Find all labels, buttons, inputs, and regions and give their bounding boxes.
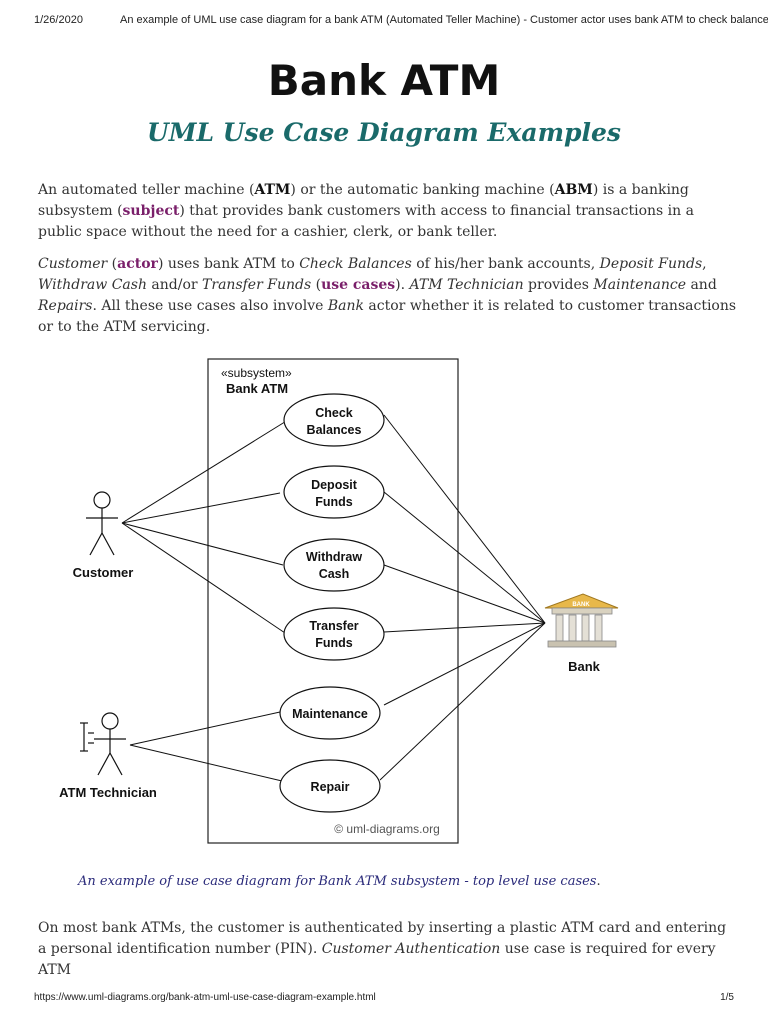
withdraw-cash-term: Withdraw Cash xyxy=(38,277,147,293)
association-line xyxy=(383,491,546,624)
use-case-check-balances: Check Balances xyxy=(283,393,385,447)
use-case-deposit-funds: Deposit Funds xyxy=(283,465,385,519)
use-case-label: Balances xyxy=(307,423,362,437)
use-case-ellipse xyxy=(283,465,385,519)
text-run: of his/her bank accounts, xyxy=(411,256,600,272)
text-run: ( xyxy=(107,256,118,272)
customer-associations xyxy=(121,419,289,636)
bank-actor-label: Bank xyxy=(568,659,601,674)
technician-associations xyxy=(129,711,283,782)
use-case-diagram: «subsystem» Bank ATM Check Balances Depo… xyxy=(59,358,619,844)
customer-authentication-term: Customer Authentication xyxy=(321,941,501,957)
association-line xyxy=(129,711,281,746)
print-header: 1/26/2020 An example of UML use case dia… xyxy=(34,14,768,34)
use-case-label: Funds xyxy=(315,495,353,509)
technician-actor-label: ATM Technician xyxy=(59,785,157,800)
use-case-ellipse xyxy=(279,759,381,813)
use-case-transfer-funds: Transfer Funds xyxy=(283,607,385,661)
print-footer: https://www.uml-diagrams.org/bank-atm-um… xyxy=(34,992,734,1006)
use-case-label: Deposit xyxy=(311,478,358,492)
text-run: provides xyxy=(523,277,594,293)
association-line xyxy=(383,622,546,706)
print-page-title: An example of UML use case diagram for a… xyxy=(120,14,768,26)
bank-sign-text: BANK xyxy=(572,602,590,608)
text-run: and/or xyxy=(146,277,203,293)
use-case-label: Funds xyxy=(315,636,353,650)
text-run: ) uses bank ATM to xyxy=(157,256,300,272)
association-line xyxy=(121,492,281,524)
abm-term: ABM xyxy=(554,182,593,198)
text-run: and xyxy=(686,277,717,293)
association-line xyxy=(383,622,546,633)
use-case-repair: Repair xyxy=(279,759,381,813)
association-line xyxy=(379,622,546,781)
subsystem-name: Bank ATM xyxy=(226,381,288,396)
subject-link[interactable]: subject xyxy=(122,203,180,219)
text-run: ) that provides bank customers with acce… xyxy=(38,203,694,240)
copyright-text: © uml-diagrams.org xyxy=(334,822,440,836)
use-case-ellipse xyxy=(283,393,385,447)
customer-term: Customer xyxy=(38,256,108,272)
actor-link[interactable]: actor xyxy=(117,256,158,272)
print-date: 1/26/2020 xyxy=(34,14,83,26)
text-run: ( xyxy=(311,277,322,293)
use-case-ellipse xyxy=(279,686,381,740)
atm-technician-term: ATM Technician xyxy=(409,277,524,293)
auth-paragraph: On most bank ATMs, the customer is authe… xyxy=(38,918,738,981)
page-url[interactable]: https://www.uml-diagrams.org/bank-atm-um… xyxy=(34,992,376,1003)
text-run: ). xyxy=(395,277,410,293)
caption-period: . xyxy=(596,874,601,889)
atm-term: ATM xyxy=(254,182,291,198)
use-case-label: Maintenance xyxy=(292,707,368,721)
diagram-caption: An example of use case diagram for Bank … xyxy=(78,874,718,889)
technician-actor-icon xyxy=(80,712,126,776)
intro-paragraph: An automated teller machine (ATM) or the… xyxy=(38,180,738,243)
use-case-label: Transfer xyxy=(309,619,358,633)
use-case-label: Cash xyxy=(319,567,350,581)
check-balances-term: Check Balances xyxy=(299,256,412,272)
use-case-ellipse xyxy=(283,607,385,661)
bank-term: Bank xyxy=(327,298,364,314)
use-case-label: Repair xyxy=(311,780,350,794)
text-run: An automated teller machine ( xyxy=(38,182,255,198)
use-case-maintenance: Maintenance xyxy=(279,686,381,740)
customer-actor-label: Customer xyxy=(73,565,134,580)
use-case-label: Check xyxy=(315,406,353,420)
use-case-ellipse xyxy=(283,538,385,592)
text-run: ) or the automatic banking machine ( xyxy=(290,182,555,198)
transfer-funds-term: Transfer Funds xyxy=(202,277,312,293)
text-run: , xyxy=(702,256,707,272)
association-line xyxy=(121,522,289,636)
actors-paragraph: Customer (actor) uses bank ATM to Check … xyxy=(38,254,738,338)
bank-associations xyxy=(379,414,546,781)
association-line xyxy=(129,744,283,782)
text-run: . All these use cases also involve xyxy=(92,298,328,314)
association-line xyxy=(383,414,546,624)
customer-actor-icon xyxy=(86,491,118,556)
maintenance-term: Maintenance xyxy=(593,277,686,293)
page-subtitle: UML Use Case Diagram Examples xyxy=(147,118,621,147)
page-title: Bank ATM xyxy=(267,56,501,105)
caption-text: An example of use case diagram for Bank … xyxy=(78,874,597,889)
bank-building-icon: BANK xyxy=(544,593,619,648)
page-number: 1/5 xyxy=(720,992,734,1003)
association-line xyxy=(121,419,289,524)
text-run: actor whether it is related to customer … xyxy=(38,298,737,335)
deposit-funds-term: Deposit Funds xyxy=(599,256,703,272)
text-run: On most bank ATMs, the customer is authe… xyxy=(38,920,727,957)
association-line xyxy=(121,522,284,566)
use-cases-link[interactable]: use cases xyxy=(321,277,396,293)
text-run: use case is required for every ATM xyxy=(38,941,716,978)
subsystem-stereotype: «subsystem» xyxy=(221,366,292,380)
use-case-withdraw-cash: Withdraw Cash xyxy=(283,538,385,592)
repairs-term: Repairs xyxy=(38,298,93,314)
association-line xyxy=(383,564,546,624)
use-case-label: Withdraw xyxy=(306,550,362,564)
text-run: ) is a banking subsystem ( xyxy=(38,182,689,219)
